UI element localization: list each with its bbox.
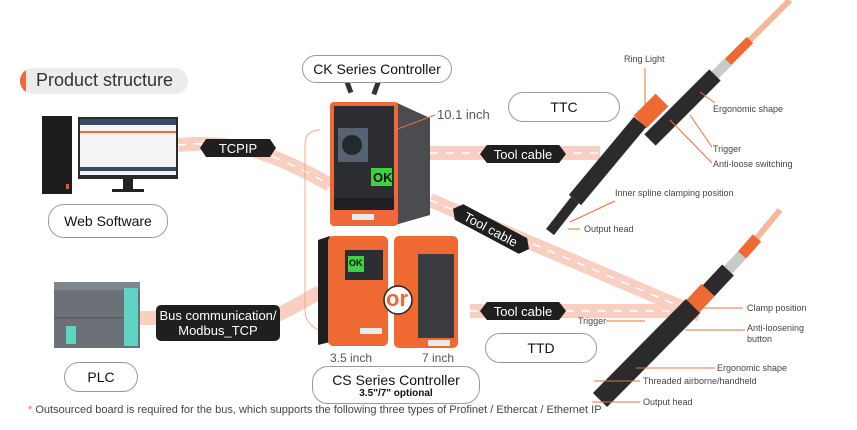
ck-controller-label: CK Series Controller bbox=[302, 55, 452, 83]
ttd-callout-anti-loosening: Anti-loosening button bbox=[747, 323, 804, 345]
pc-tower bbox=[42, 116, 72, 194]
tcpip-tag: TCPIP bbox=[200, 139, 276, 157]
cs-size-small: 3.5 inch bbox=[330, 351, 373, 365]
ttd-label: TTD bbox=[485, 333, 597, 363]
ttd-callout-ergonomic: Ergonomic shape bbox=[717, 363, 788, 373]
ttc-label: TTC bbox=[508, 92, 620, 122]
ttd-anti-loosening-line1: Anti-loosening bbox=[747, 323, 805, 333]
ttd-callout-clamp: Clamp position bbox=[747, 303, 807, 313]
cs-controller-title: CS Series Controller bbox=[332, 371, 460, 388]
bus-tag: Bus communication/ Modbus_TCP bbox=[156, 305, 280, 341]
cs-controller-subtitle: 3.5"/7" optional bbox=[359, 387, 433, 399]
ttd-callout-output-head: Output head bbox=[643, 397, 693, 407]
section-title-text: Product structure bbox=[36, 70, 174, 90]
ttc-callout-ring-light: Ring Light bbox=[624, 54, 665, 64]
bus-tag-line1: Bus communication/ bbox=[159, 308, 277, 323]
section-title: Product structure bbox=[20, 68, 188, 94]
footnote-text: Outsourced board is required for the bus… bbox=[35, 404, 602, 416]
ttd-callout-trigger: Trigger bbox=[578, 316, 607, 326]
bus-tag-line2: Modbus_TCP bbox=[178, 323, 258, 338]
ck-ok-status: OK bbox=[373, 170, 393, 185]
plc-label: PLC bbox=[64, 362, 138, 392]
footnote: * Outsourced board is required for the b… bbox=[28, 404, 602, 416]
plc-device bbox=[54, 282, 140, 348]
or-label: or bbox=[386, 286, 408, 311]
ck-screen-size: 10.1 inch bbox=[437, 107, 490, 122]
ttc-callout-ergonomic: Ergonomic shape bbox=[713, 104, 784, 114]
ttd-callout-lines bbox=[592, 307, 745, 403]
ttc-callout-trigger: Trigger bbox=[713, 144, 742, 154]
cs-ok-status: OK bbox=[349, 258, 363, 268]
web-software-label: Web Software bbox=[48, 204, 168, 238]
ttc-callout-lines bbox=[568, 68, 716, 230]
cs-controller-label: CS Series Controller 3.5"/7" optional bbox=[312, 366, 480, 404]
cs-controller-7-device bbox=[394, 236, 458, 348]
ttd-callout-threaded: Threaded airborne/handheld bbox=[643, 376, 757, 386]
ttc-tool bbox=[546, 0, 793, 236]
tool-cable-tag-ttc: Tool cable bbox=[480, 145, 566, 163]
cs-size-large: 7 inch bbox=[422, 351, 455, 365]
ttd-tool bbox=[592, 208, 783, 408]
title-accent-bar bbox=[20, 68, 26, 94]
ttc-callout-anti-loose: Anti-loose switching bbox=[713, 159, 793, 169]
footnote-star: * bbox=[28, 404, 33, 416]
ttc-callout-inner-spline: Inner spline clamping position bbox=[615, 188, 734, 198]
or-circle bbox=[383, 285, 413, 315]
ttd-anti-loosening-line2: button bbox=[747, 334, 773, 344]
ck-controller-device bbox=[330, 68, 430, 226]
cs-controller-35-device bbox=[318, 236, 388, 346]
monitor bbox=[78, 117, 178, 192]
tool-cable-tag-ttd: Tool cable bbox=[480, 302, 566, 320]
ttc-callout-output-head: Output head bbox=[584, 224, 634, 234]
